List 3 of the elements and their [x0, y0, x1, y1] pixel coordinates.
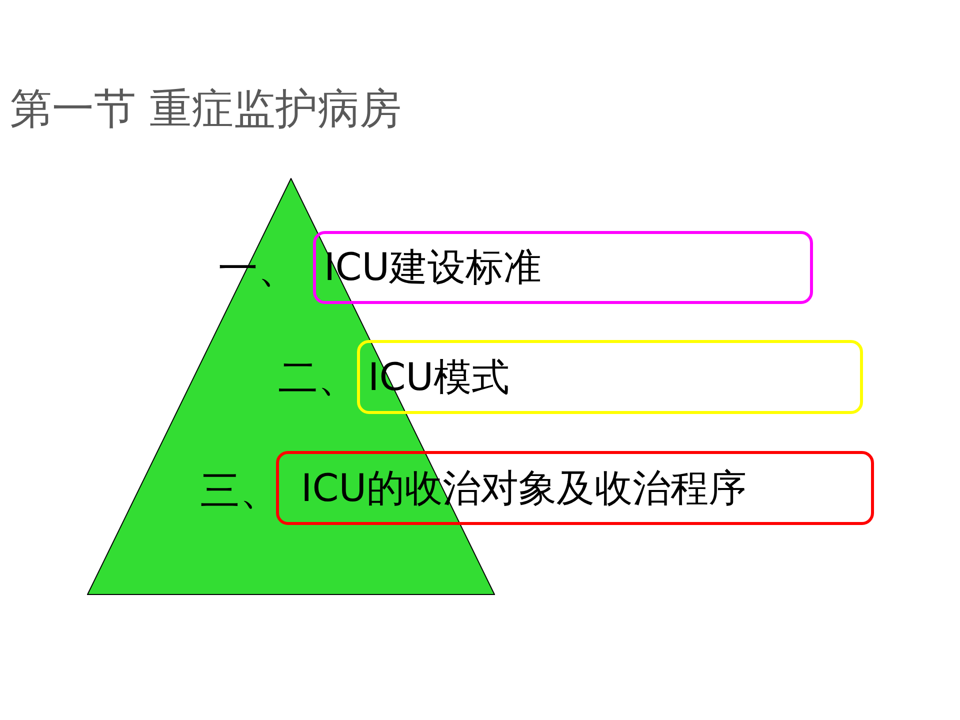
list-number: 二、	[278, 358, 358, 398]
slide-title: 第一节 重症监护病房	[10, 86, 402, 132]
topic-box: ICU的收治对象及收治程序	[276, 451, 874, 525]
